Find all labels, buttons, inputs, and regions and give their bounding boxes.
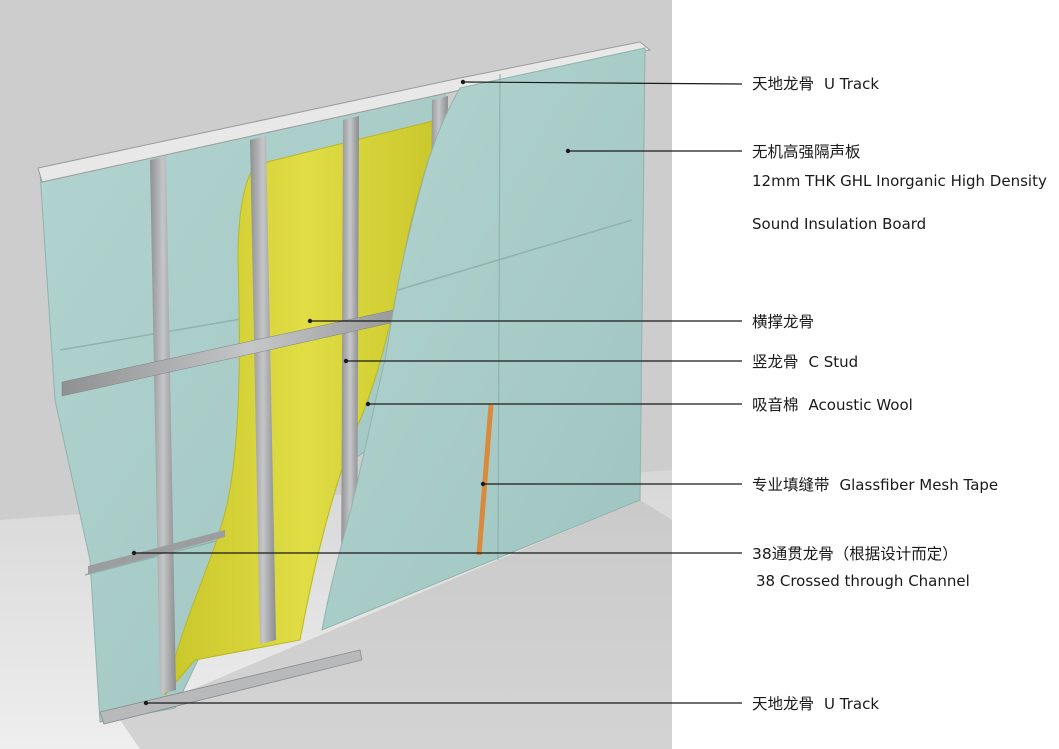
wall-shadow <box>120 500 672 749</box>
c-stud <box>341 116 359 609</box>
callout-u-track-bottom: 天地龙骨 U Track <box>143 695 879 713</box>
callout-label: 吸音棉 Acoustic Wool <box>752 396 913 414</box>
callout-cn-text: 天地龙骨 <box>752 75 814 93</box>
callout-label: 专业填缝带 Glassfiber Mesh Tape <box>752 476 998 494</box>
callout-cn-text: 38通贯龙骨（根据设计而定） <box>752 545 958 563</box>
callout-en2-text: 38 Crossed through Channel <box>756 572 970 590</box>
callout-en2-text: Sound Insulation Board <box>752 215 926 233</box>
callout-en-text: Glassfiber Mesh Tape <box>840 476 999 494</box>
callout-cn-text: 横撑龙骨 <box>752 313 814 331</box>
leader-line <box>462 81 743 85</box>
callout-en-text: C Stud <box>809 353 859 371</box>
callout-cn-text: 吸音棉 <box>752 396 799 414</box>
c-stud <box>250 136 276 644</box>
callouts: 天地龙骨 U Track 无机高强隔声板 12mm THK GHL Inorganic… <box>131 75 1047 713</box>
callout-cn-text: 无机高强隔声板 <box>752 143 861 161</box>
callout-cn-text: 竖龙骨 <box>752 353 799 371</box>
callout-en-text: Acoustic Wool <box>809 396 913 414</box>
callout-label: 横撑龙骨 <box>752 313 814 331</box>
callout-label: 38通贯龙骨（根据设计而定） <box>752 545 958 563</box>
callout-board: 无机高强隔声板 12mm THK GHL Inorganic High Densi… <box>565 143 1047 233</box>
callout-u-track-top: 天地龙骨 U Track <box>460 75 879 93</box>
c-stud <box>150 156 176 694</box>
board-seam <box>84 539 221 576</box>
callout-cn-text: 天地龙骨 <box>752 695 814 713</box>
callout-label: 无机高强隔声板 <box>752 143 861 161</box>
top-u-track <box>37 41 652 183</box>
callout-label: 天地龙骨 U Track <box>752 75 879 93</box>
callout-en-text: U Track <box>824 695 879 713</box>
callout-crossed-channel: 38通贯龙骨（根据设计而定） 38 Crossed through Channel <box>131 545 970 590</box>
board-seam <box>397 219 633 291</box>
callout-horizontal-brace: 横撑龙骨 <box>307 313 814 331</box>
crossed-through-channel <box>88 530 225 574</box>
callout-label: 天地龙骨 U Track <box>752 695 879 713</box>
bottom-u-track <box>99 649 363 725</box>
callout-acoustic-wool: 吸音棉 Acoustic Wool <box>365 396 913 414</box>
callout-cn-text: 专业填缝带 <box>752 476 830 494</box>
callout-c-stud: 竖龙骨 C Stud <box>343 353 858 371</box>
callout-en-text: U Track <box>824 75 879 93</box>
mesh-tape <box>476 404 494 556</box>
callout-mesh-tape: 专业填缝带 Glassfiber Mesh Tape <box>480 476 998 494</box>
callout-label: 竖龙骨 C Stud <box>752 353 858 371</box>
board-seam <box>497 73 501 561</box>
callout-en-text: 12mm THK GHL Inorganic High Density <box>752 172 1047 190</box>
